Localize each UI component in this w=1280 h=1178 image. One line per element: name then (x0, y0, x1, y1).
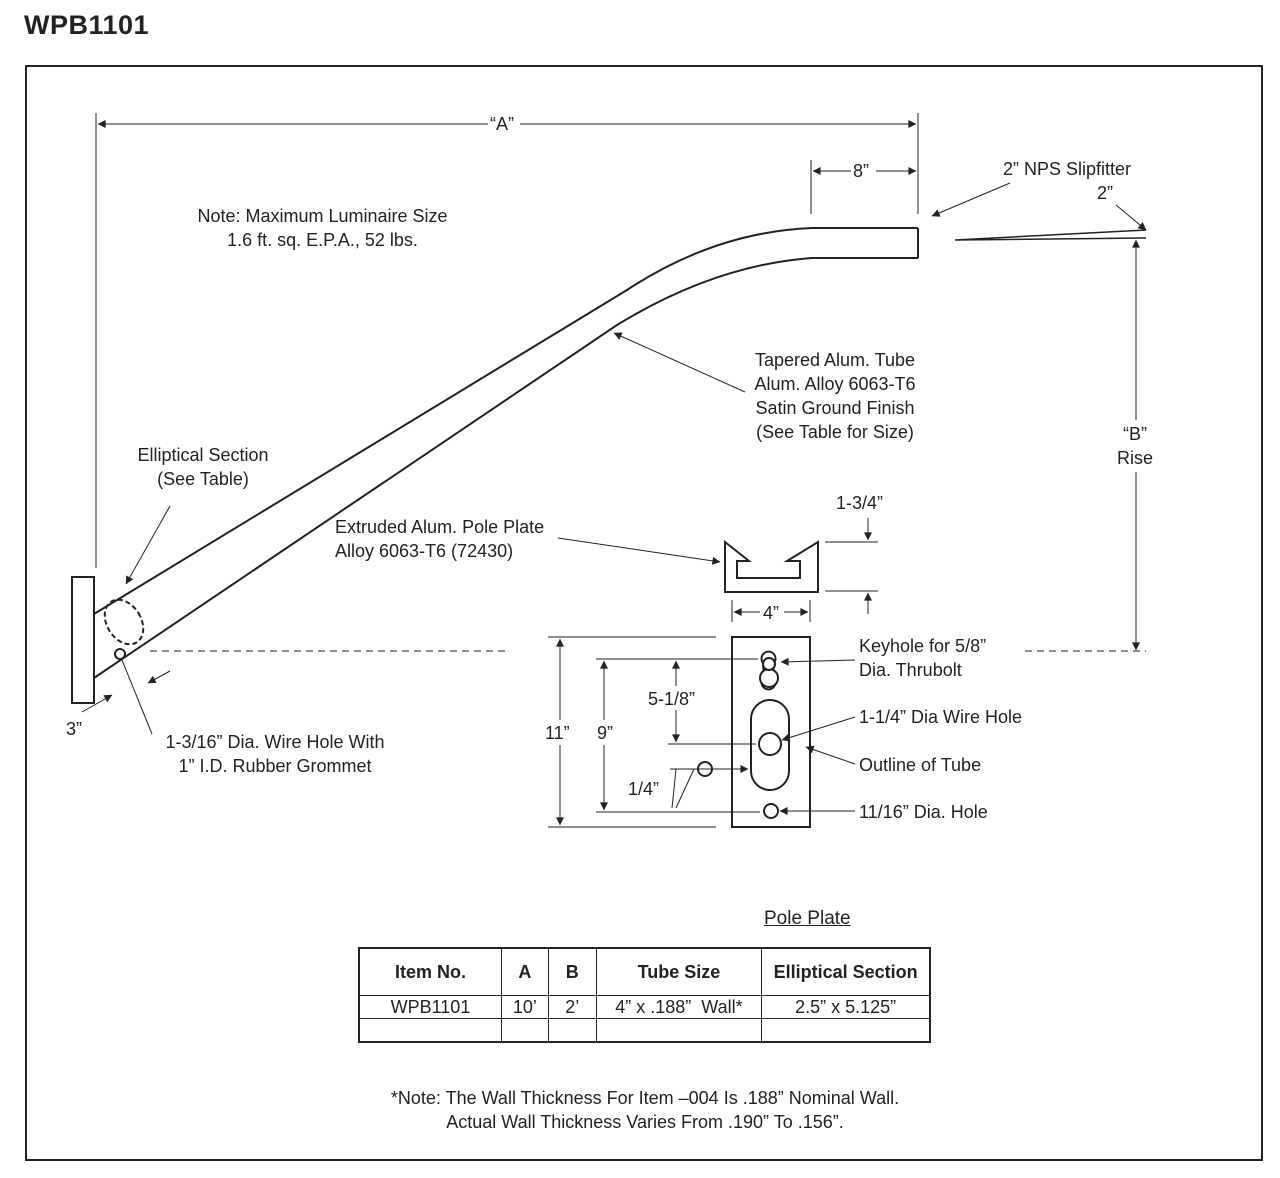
note-line-1: Note: Maximum Luminaire Size (197, 206, 448, 226)
tube-label-3: Satin Ground Finish (755, 398, 915, 418)
wirehole-label-2: 1” I.D. Rubber Grommet (178, 756, 372, 776)
wall-plate (71, 576, 95, 704)
dim-slipfitter-angle: 2” (1097, 183, 1114, 203)
cell-empty (761, 1018, 931, 1043)
cell-item-no: WPB1101 (358, 995, 502, 1019)
drawing-frame (25, 65, 1263, 1161)
dim-a: “A” (490, 114, 514, 134)
tube-outline (750, 699, 790, 791)
cell-tube-size: 4” x .188” Wall* (595, 995, 763, 1019)
tube-top-edge (93, 227, 918, 615)
pole-plate-profile (724, 539, 819, 593)
keyhole-label-1: Keyhole for 5/8” (859, 636, 987, 656)
label-slipfitter: 2” NPS Slipfitter (1003, 159, 1132, 179)
plate-label-2: Alloy 6063-T6 (72430) (335, 541, 514, 561)
cell-empty (358, 1018, 502, 1043)
keyhole-label-2: Dia. Thrubolt (859, 660, 962, 680)
tube-bottom-edge (93, 257, 918, 679)
header-a: A (500, 948, 549, 996)
elliptical-label-1: Elliptical Section (137, 445, 269, 465)
cell-empty (547, 1018, 597, 1043)
elliptical-label-2: (See Table) (157, 469, 249, 489)
wire-hole-label: 1-1/4” Dia Wire Hole (859, 707, 1023, 727)
cell-elliptical-section: 2.5” x 5.125” (761, 995, 931, 1019)
pole-plate-front (731, 636, 811, 828)
plate-label-1: Extruded Alum. Pole Plate (335, 517, 545, 537)
dim-8: 8” (853, 161, 870, 181)
dim-hole-span: 9” (597, 723, 614, 743)
header-tube-size: Tube Size (595, 948, 763, 996)
dim-3: 3” (66, 719, 83, 739)
header-item-no: Item No. (358, 948, 502, 996)
cell-empty (595, 1018, 763, 1043)
dim-plate-depth: 1-3/4” (836, 493, 884, 513)
outline-tube-label: Outline of Tube (859, 755, 982, 775)
cell-a: 10’ (500, 995, 549, 1019)
small-hole (763, 803, 779, 819)
pole-plate-title: Pole Plate (764, 908, 851, 929)
table-row (358, 1018, 931, 1043)
table-row: WPB1101 10’ 2’ 4” x .188” Wall* 2.5” x 5… (358, 995, 931, 1019)
wirehole-label-1: 1-3/16” Dia. Wire Hole With (165, 732, 385, 752)
small-hole-label: 11/16” Dia. Hole (859, 802, 988, 822)
dim-b: “B” (1123, 424, 1147, 444)
dim-quarter: 1/4” (628, 779, 660, 799)
footnote: *Note: The Wall Thickness For Item –004 … (300, 1086, 990, 1134)
dim-plate-height: 11” (545, 723, 570, 743)
wire-hole (114, 648, 126, 660)
cell-b: 2’ (547, 995, 597, 1019)
slipfitter-taper (954, 229, 1147, 241)
tube-label-1: Tapered Alum. Tube (754, 350, 916, 370)
tube-label-4: (See Table for Size) (756, 422, 914, 442)
tube-label-2: Alum. Alloy 6063-T6 (754, 374, 916, 394)
spec-table: Item No. A B Tube Size Elliptical Sectio… (358, 947, 931, 1043)
header-b: B (547, 948, 597, 996)
dim-b-rise: Rise (1116, 448, 1153, 468)
wire-hole-large (758, 732, 782, 756)
footnote-line-1: *Note: The Wall Thickness For Item –004 … (390, 1088, 900, 1108)
dim-plate-width: 4” (763, 603, 780, 623)
table-header-row: Item No. A B Tube Size Elliptical Sectio… (358, 948, 931, 996)
footnote-line-2: Actual Wall Thickness Varies From .190” … (446, 1112, 844, 1132)
elliptical-section (103, 598, 145, 646)
cell-empty (500, 1018, 549, 1043)
page-title: WPB1101 (24, 10, 150, 40)
note-line-2: 1.6 ft. sq. E.P.A., 52 lbs. (227, 230, 418, 250)
header-elliptical-section: Elliptical Section (761, 948, 931, 996)
dim-keyhole-offset: 5-1/8” (648, 689, 696, 709)
